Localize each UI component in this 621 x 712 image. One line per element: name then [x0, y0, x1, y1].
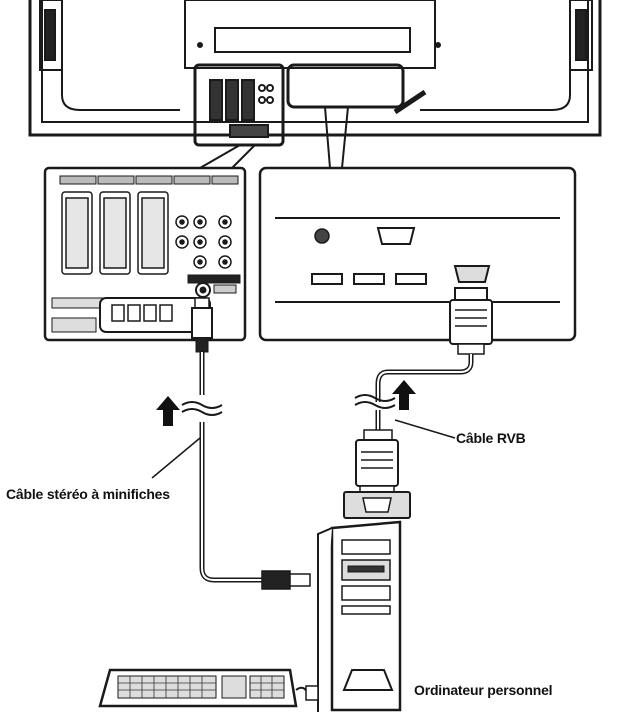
right-terminal-panel: [258, 166, 577, 342]
rgb-cable-label: Câble RVB: [456, 430, 526, 446]
vga-plug-tv: [449, 287, 493, 355]
stereo-callout-line: [151, 437, 201, 479]
callout-lines: [199, 106, 349, 169]
keyboard: [98, 668, 319, 708]
up-arrow-icon: [156, 396, 180, 426]
vga-plug-pc: [343, 429, 411, 519]
rgb-cable: [354, 354, 474, 430]
rgb-callout-line: [394, 419, 456, 439]
stereo-mini-cable: [181, 297, 311, 590]
pc-tower: [317, 520, 402, 712]
computer-label: Ordinateur personnel: [414, 682, 553, 698]
tv-rear-view: [28, 0, 602, 147]
stereo-cable-label: Câble stéréo à minifiches: [6, 486, 170, 502]
left-terminal-panel: [43, 166, 247, 342]
up-arrow-icon: [392, 380, 416, 410]
